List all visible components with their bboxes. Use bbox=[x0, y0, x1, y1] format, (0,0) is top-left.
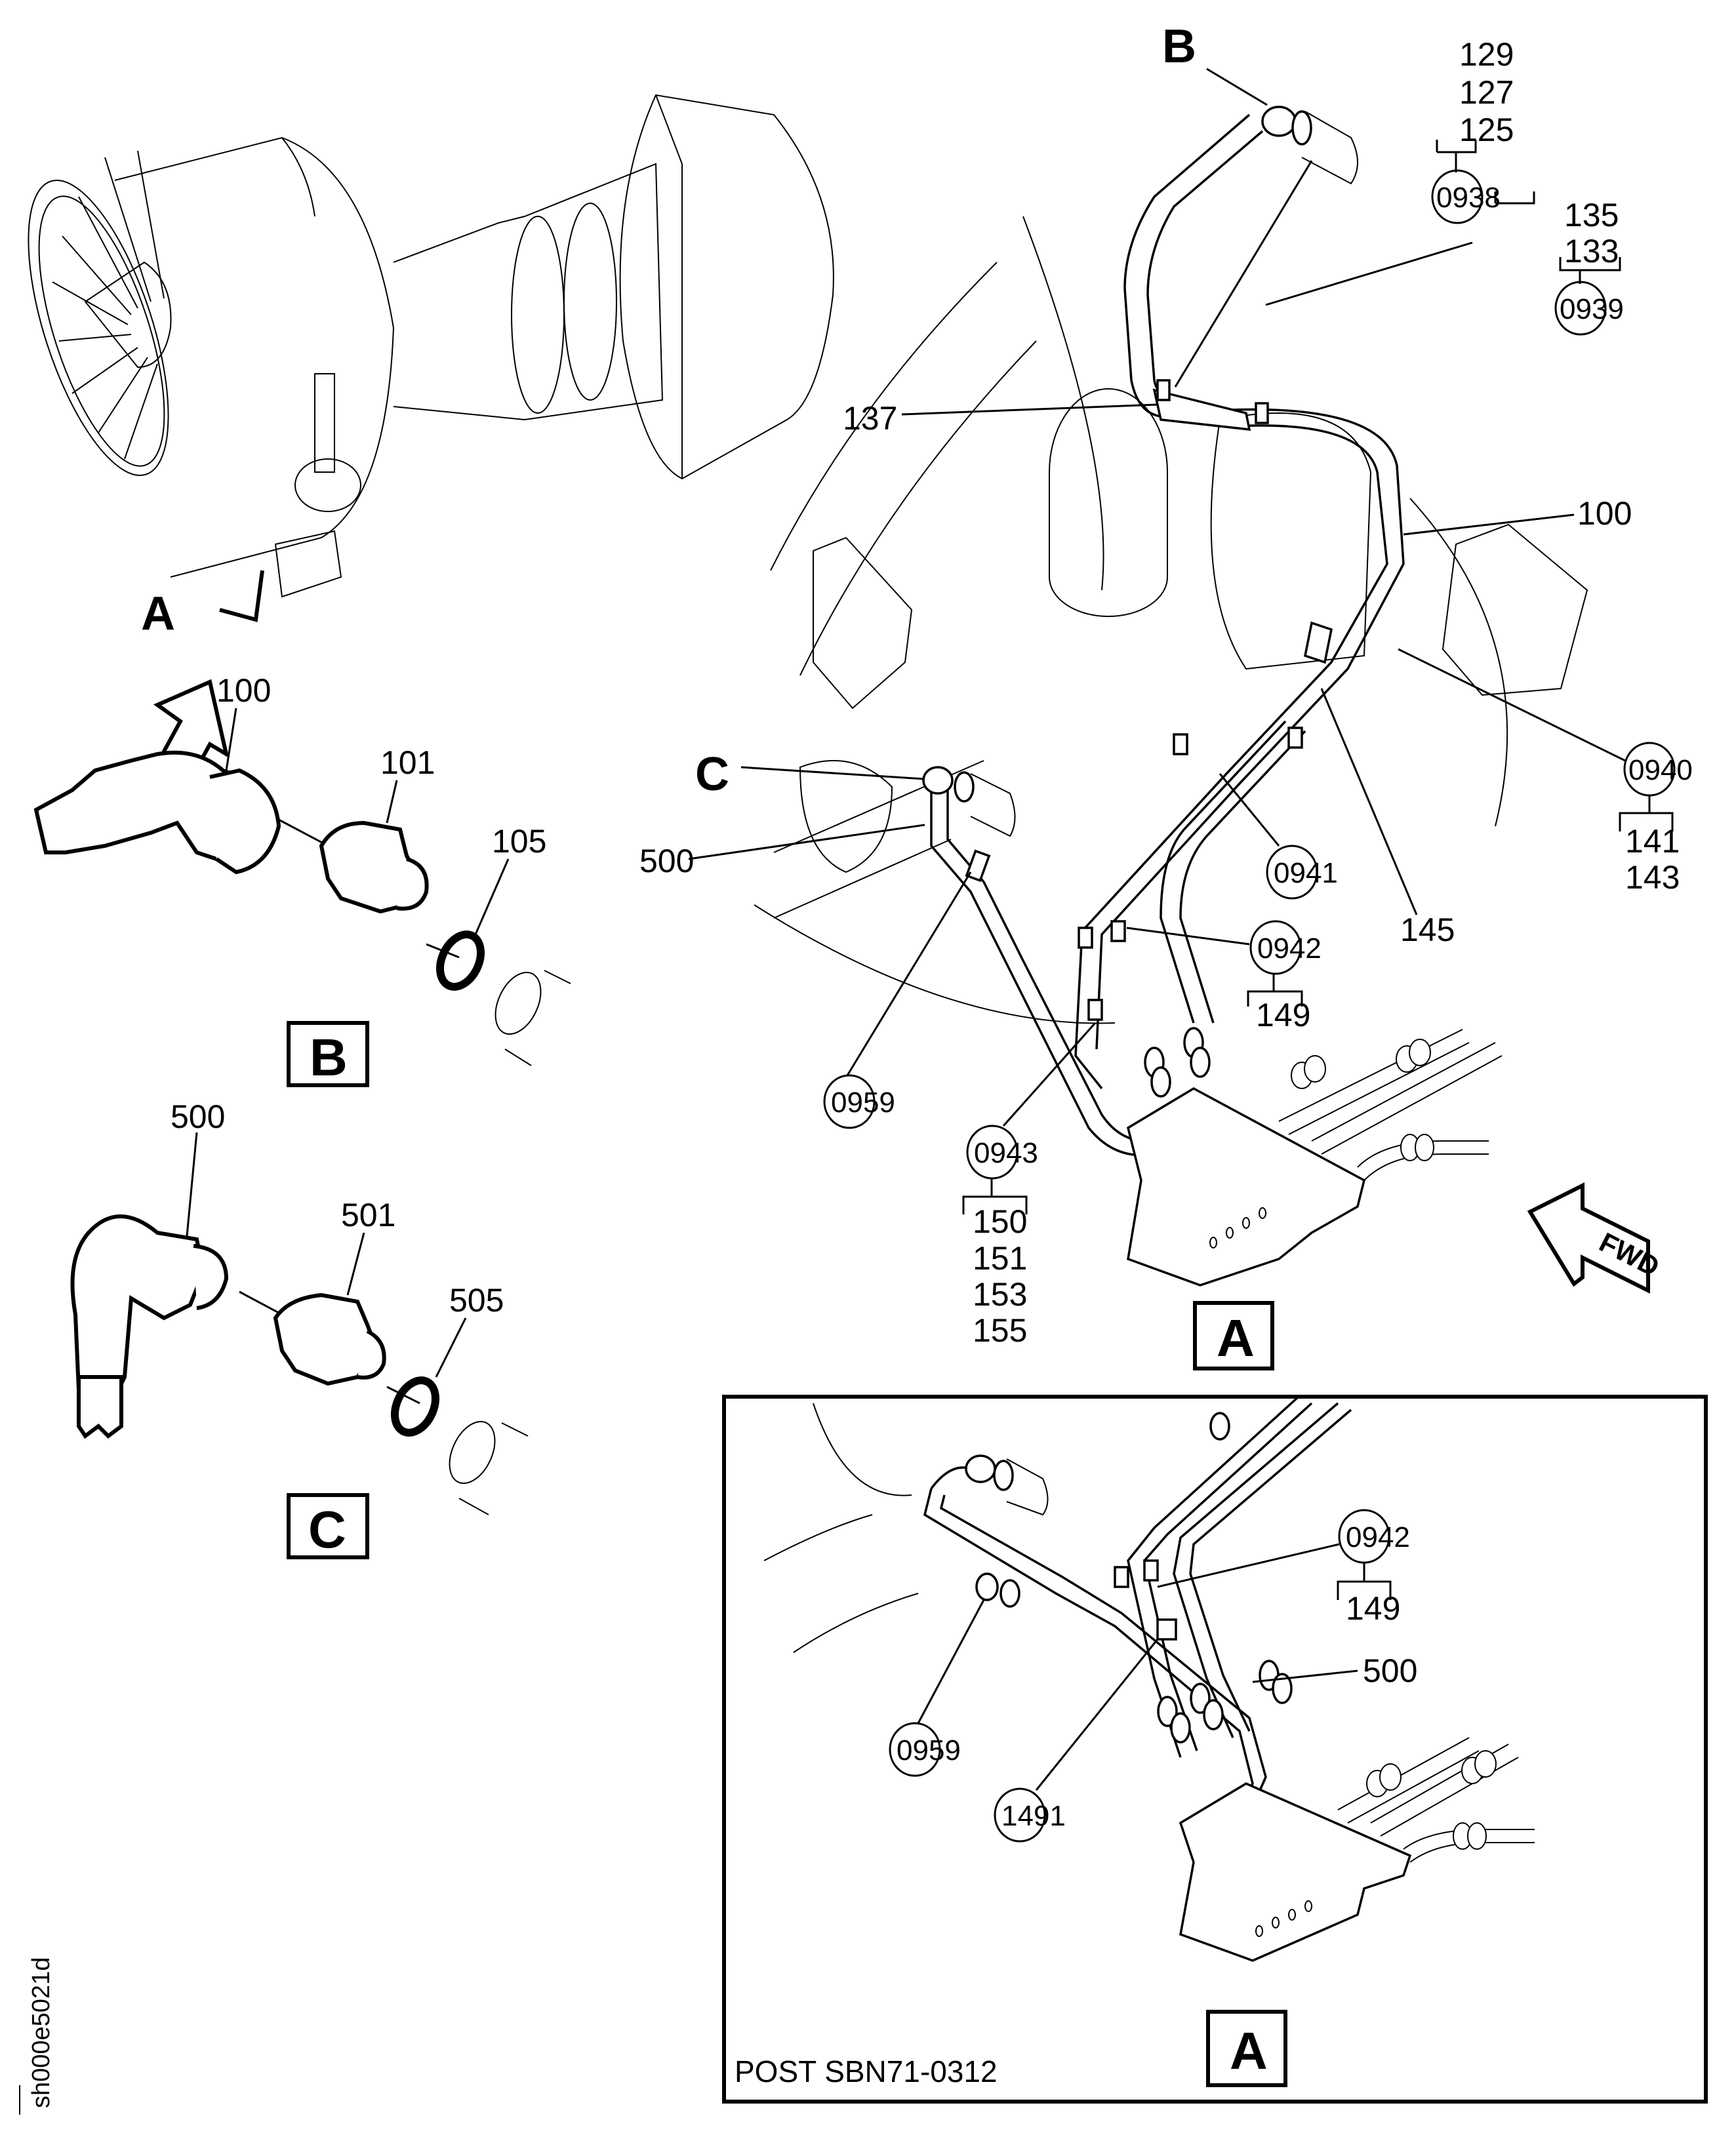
callout-id: 0939 bbox=[1560, 293, 1624, 325]
callout-item: 153 bbox=[973, 1276, 1027, 1313]
callout-0959: 0959 bbox=[823, 871, 972, 1129]
view-a: FWD B C 137 100 145 500 129 127 125 0938… bbox=[639, 20, 1693, 1370]
detail-c-box bbox=[287, 1493, 369, 1559]
detail-b-box-label: B bbox=[310, 1028, 348, 1087]
seal-ring-105-icon bbox=[436, 930, 485, 991]
callout-0940: 0940 141 143 bbox=[1398, 648, 1693, 896]
item-label-137: 137 bbox=[843, 400, 897, 437]
view-a-box-label: A bbox=[1217, 1309, 1255, 1367]
callout-item: 129 bbox=[1459, 36, 1514, 73]
detail-b: 100 101 105 B bbox=[33, 672, 571, 1087]
post-sb-note: POST SBN71-0312 bbox=[735, 2054, 998, 2088]
detail-ref-c: C bbox=[695, 748, 729, 801]
callout-item: 125 bbox=[1459, 111, 1514, 148]
callout-item: 149 bbox=[1346, 1590, 1400, 1627]
callout-id: 0938 bbox=[1436, 182, 1501, 214]
callout-id: 0943 bbox=[974, 1137, 1038, 1169]
detail-c-part-505: 505 bbox=[449, 1282, 504, 1319]
seal-ring-505-icon bbox=[391, 1376, 439, 1437]
detail-b-part-100: 100 bbox=[216, 672, 271, 709]
post-callout-1491: 1491 bbox=[994, 1639, 1159, 1843]
callout-item: 127 bbox=[1459, 74, 1514, 111]
fwd-arrow-icon: FWD bbox=[1527, 1182, 1665, 1294]
callout-id: 0942 bbox=[1346, 1521, 1410, 1553]
callout-item: 155 bbox=[973, 1312, 1027, 1349]
detail-b-part-101: 101 bbox=[380, 744, 435, 781]
callout-id: 0941 bbox=[1274, 857, 1338, 889]
post-callout-0959: 0959 bbox=[889, 1599, 985, 1777]
callout-item: 133 bbox=[1564, 233, 1619, 270]
detail-c-part-501: 501 bbox=[341, 1197, 395, 1233]
drawing-id: sh000e5021d bbox=[28, 1957, 55, 2108]
detail-c-box-label: C bbox=[308, 1500, 346, 1559]
callout-0939: 135 133 0939 bbox=[1265, 191, 1624, 336]
view-a-arrow-label: A bbox=[141, 588, 175, 640]
post-callout-0942: 0942 149 bbox=[1157, 1509, 1410, 1627]
post-item-label-500: 500 bbox=[1363, 1652, 1417, 1689]
detail-ref-b: B bbox=[1162, 20, 1196, 73]
callout-id: 1491 bbox=[1001, 1800, 1066, 1832]
callout-0942: 0942 149 bbox=[1126, 920, 1322, 1033]
view-a-box bbox=[1193, 1301, 1274, 1370]
item-label-145: 145 bbox=[1400, 911, 1455, 948]
callout-item: 150 bbox=[973, 1203, 1027, 1240]
callout-id: 0940 bbox=[1628, 754, 1693, 786]
detail-b-part-105: 105 bbox=[492, 823, 546, 860]
post-sb-frame bbox=[722, 1395, 1708, 2104]
item-label-100: 100 bbox=[1577, 495, 1632, 532]
post-sb-view: 0942 149 0959 1491 500 POST SBN71-0312 A bbox=[722, 1395, 1708, 2104]
callout-item: 151 bbox=[973, 1240, 1027, 1277]
callout-0943: 0943 150 151 153 155 bbox=[962, 1022, 1097, 1349]
item-label-500: 500 bbox=[639, 843, 694, 879]
detail-b-box bbox=[287, 1021, 369, 1087]
detail-c-part-500: 500 bbox=[171, 1098, 225, 1135]
post-sb-box bbox=[1206, 2010, 1287, 2087]
callout-item: 135 bbox=[1564, 197, 1619, 233]
callout-item: 143 bbox=[1625, 859, 1680, 896]
callout-id: 0959 bbox=[831, 1087, 895, 1119]
post-sb-box-label: A bbox=[1230, 2022, 1268, 2080]
callout-0938: 129 127 125 0938 bbox=[1174, 36, 1514, 388]
engine-overview: A bbox=[28, 94, 834, 784]
callout-0941: 0941 bbox=[1219, 773, 1338, 900]
callout-item: 141 bbox=[1625, 823, 1680, 860]
callout-id: 0959 bbox=[897, 1734, 961, 1767]
detail-c: 500 501 505 C bbox=[70, 1098, 529, 1559]
callout-id: 0942 bbox=[1257, 932, 1322, 965]
callout-item: 149 bbox=[1256, 997, 1310, 1033]
